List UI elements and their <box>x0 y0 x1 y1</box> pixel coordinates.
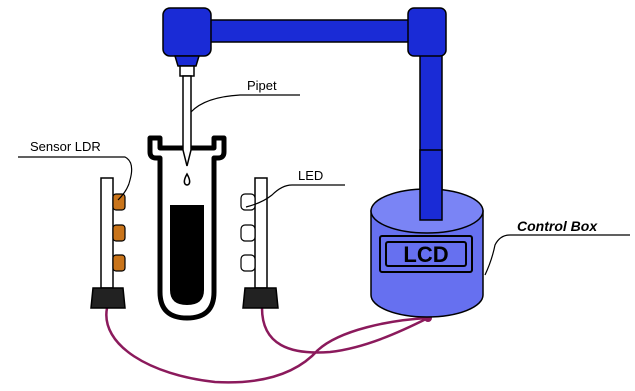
sensor-ldr-leader <box>18 156 133 201</box>
lcd-display <box>379 235 473 273</box>
stand-horizontal-arm <box>194 19 426 43</box>
led-light-2 <box>240 224 256 242</box>
pipette-holder <box>173 55 201 67</box>
test-tube <box>147 135 227 321</box>
pipette <box>179 65 195 186</box>
ldr-sensor-1 <box>112 193 126 211</box>
control-box-leader <box>484 234 630 276</box>
led-light-3 <box>240 254 256 272</box>
ldr-rod <box>100 177 114 289</box>
pipette-top <box>179 65 195 77</box>
stand-joint-right <box>407 7 447 57</box>
pipette-stand <box>162 7 447 221</box>
led-rod <box>254 177 268 289</box>
led-base <box>242 287 279 309</box>
led-leader <box>245 184 345 208</box>
cables <box>105 307 429 384</box>
cable-led <box>260 307 429 354</box>
pipet-label: Pipet <box>247 78 277 93</box>
sensor-ldr-column <box>90 177 126 309</box>
test-tube-sample <box>170 205 204 305</box>
cable-ldr <box>105 307 429 384</box>
control-box-label: Control Box <box>517 218 598 234</box>
pipette-drop <box>183 172 191 186</box>
pipet-leader <box>190 94 300 113</box>
test-tube-outline <box>147 135 227 321</box>
control-box: LCD <box>370 149 484 318</box>
leader-lines <box>18 94 630 276</box>
ldr-sensor-3 <box>112 254 126 272</box>
ldr-base <box>90 287 126 309</box>
pipette-shaft <box>182 75 192 167</box>
lcd-label: LCD <box>403 242 448 267</box>
led-light-1 <box>240 193 256 211</box>
sensor-ldr-label: Sensor LDR <box>30 139 101 154</box>
led-column <box>240 177 279 309</box>
ldr-sensor-2 <box>112 224 126 242</box>
control-box-stem <box>419 149 443 221</box>
led-label: LED <box>298 168 323 183</box>
lcd-inner <box>385 241 467 267</box>
stand-joint-left <box>162 7 212 57</box>
